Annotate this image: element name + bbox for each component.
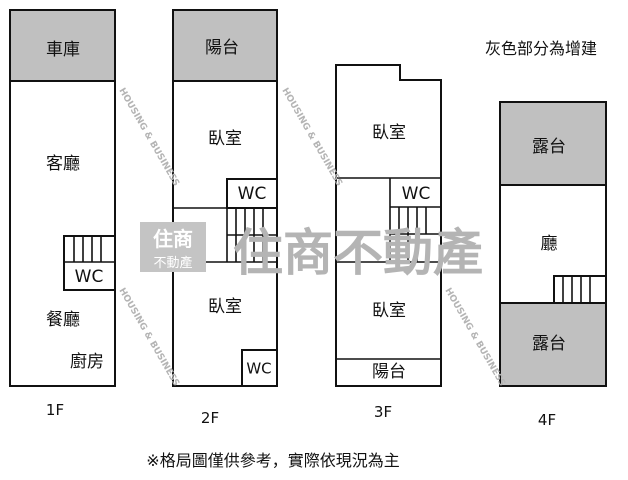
watermark-logo-bottom: 不動產 [153,255,192,271]
watermark-english: HOUSING & BUSINESS [116,87,180,189]
watermark-english: HOUSING & BUSINESS [442,287,506,389]
balcony-addition [172,9,278,82]
room-terrace: 露台 [532,137,566,157]
floor-label: 3F [374,403,392,421]
legend-note: 灰色部分為增建 [485,39,597,58]
floor-label: 2F [201,409,219,427]
room-wc: WC [238,184,267,204]
room-wc: WC [75,267,104,287]
room-balcony: 陽台 [372,362,406,382]
floor-2f: 陽台 臥室 WC 臥室 WC 2F [172,9,278,427]
floor-label: 1F [46,401,64,419]
floor-label: 4F [538,411,556,429]
room-bedroom: 臥室 [372,301,406,321]
garage-addition [9,9,116,82]
floor-1f: 車庫 客廳 WC 餐廳 廚房 1F [9,9,116,419]
watermark-english: HOUSING & BUSINESS [279,87,343,189]
room-living: 客廳 [46,154,80,174]
room-bedroom: 臥室 [208,129,242,149]
floor-3f: 臥室 WC 臥室 陽台 3F [335,64,442,421]
room-terrace: 露台 [532,334,566,354]
room-wc: WC [246,360,271,378]
room-kitchen: 廚房 [70,351,104,372]
floor-4f: 露台 廳 露台 4F [499,101,607,429]
terrace-addition [499,101,607,186]
room-dining: 餐廳 [46,310,80,330]
room-garage: 車庫 [46,40,80,60]
disclaimer-note: ※格局圖僅供參考，實際依現況為主 [146,451,399,470]
watermark-english: HOUSING & BUSINESS [116,287,180,389]
room-balcony: 陽台 [205,38,239,58]
room-bedroom: 臥室 [372,123,406,143]
room-bedroom: 臥室 [208,297,242,317]
watermark-logo [140,222,206,272]
watermark-logo-top: 住商 [153,227,193,251]
room-wc: WC [402,184,431,204]
room-hall: 廳 [541,234,558,254]
watermark-brand: 住商不動產 [233,224,483,282]
